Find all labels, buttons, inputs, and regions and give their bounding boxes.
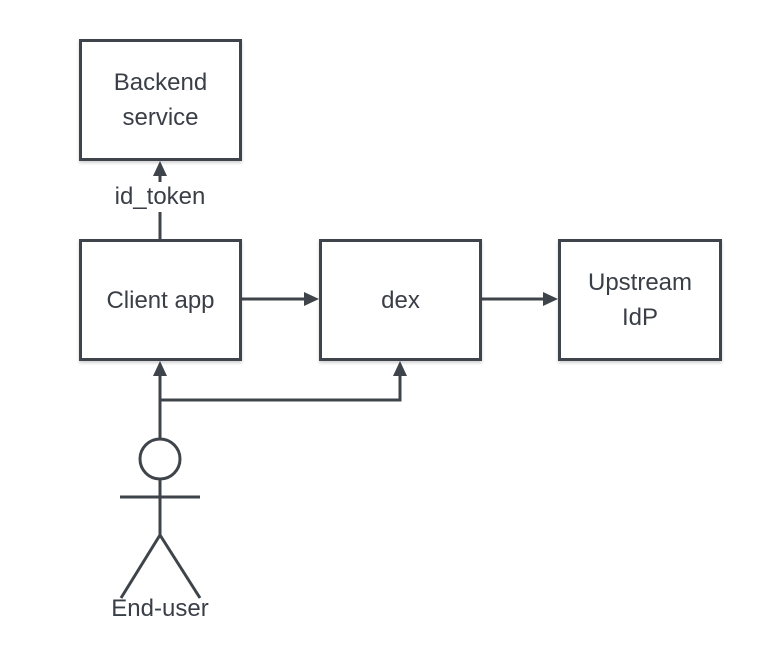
node-client-app: Client app: [79, 239, 242, 361]
arrowhead-upstream: [543, 292, 558, 306]
arrowhead-dex-bottom: [393, 361, 407, 376]
node-backend-service: Backend service: [79, 39, 242, 161]
arrowhead-client: [153, 361, 167, 376]
end-user-actor-icon: [119, 437, 202, 599]
node-upstream-idp: Upstream IdP: [558, 239, 722, 361]
arrowhead-backend: [153, 161, 167, 176]
arrowhead-dex: [304, 292, 319, 306]
edge-user-to-dex: [160, 373, 402, 402]
actor-label-end-user: End-user: [111, 595, 209, 622]
edge-label-id-token: id_token: [100, 182, 220, 212]
node-dex: dex: [319, 239, 482, 361]
